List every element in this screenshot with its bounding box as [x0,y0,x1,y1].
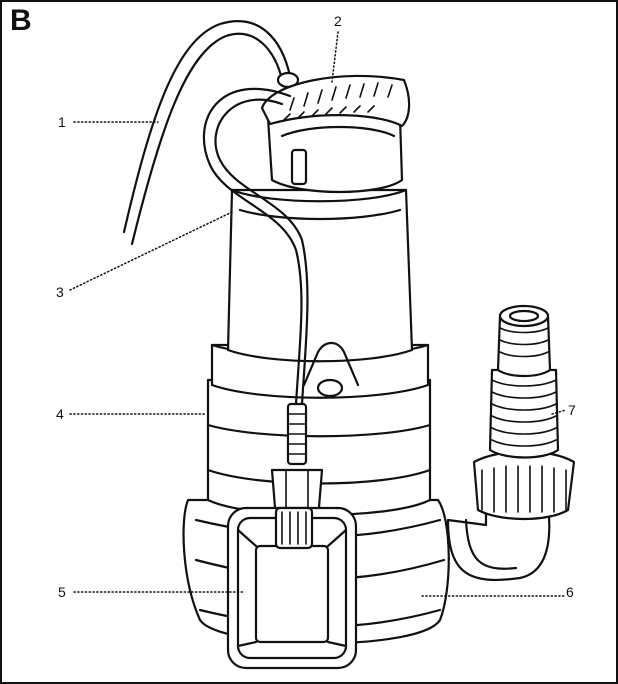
power-cable [122,20,300,246]
callout-4: 4 [56,406,64,422]
hose-connector [446,304,576,582]
float-switch [226,506,358,670]
panel-letter: B [10,4,32,37]
callout-labels: 1 2 3 4 5 6 7 [56,13,576,600]
callout-1: 1 [58,114,66,130]
leader-line-3 [69,211,233,291]
leader-line-2 [331,31,339,83]
callout-3: 3 [56,284,64,300]
callout-2: 2 [334,13,342,29]
callout-5: 5 [58,584,66,600]
leader-line-7 [551,409,567,415]
callout-6: 6 [566,584,574,600]
leader-lines [69,31,567,597]
callout-7: 7 [568,402,576,418]
carrying-handle [260,74,411,128]
